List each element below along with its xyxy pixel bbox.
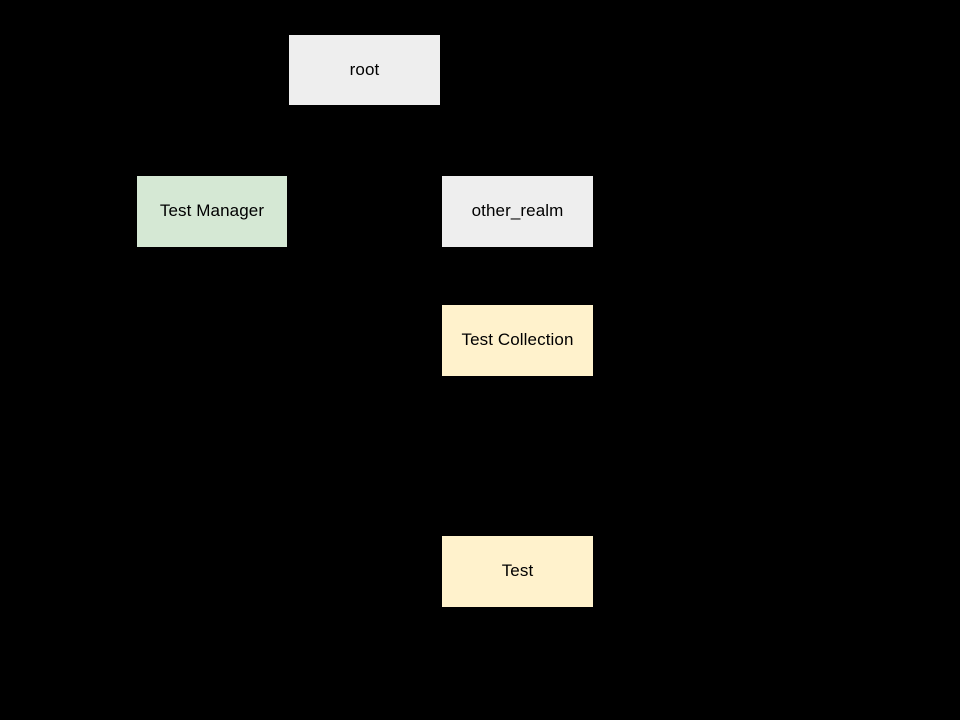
node-test-label: Test	[501, 561, 534, 581]
node-test-collection-label: Test Collection	[461, 330, 574, 350]
node-test[interactable]: Test	[442, 536, 593, 607]
node-other-realm-label: other_realm	[471, 201, 564, 221]
edge-root-to-test-manager	[211, 105, 365, 176]
edge-root-to-other-realm	[364, 105, 518, 176]
node-test-manager[interactable]: Test Manager	[137, 176, 287, 247]
node-test-manager-label: Test Manager	[159, 201, 265, 221]
node-test-collection[interactable]: Test Collection	[442, 305, 593, 376]
node-other-realm[interactable]: other_realm	[442, 176, 593, 247]
node-root[interactable]: root	[289, 35, 440, 105]
node-root-label: root	[349, 59, 380, 79]
